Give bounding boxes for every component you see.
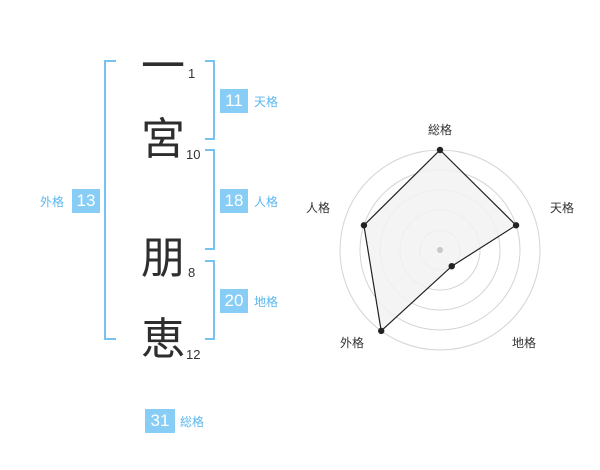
radar-axis-jinkaku: 人格 bbox=[306, 200, 330, 215]
jinkaku-value: 18 bbox=[220, 189, 248, 213]
tenkaku-value: 11 bbox=[220, 89, 248, 113]
tenkaku-label: 天格 bbox=[254, 95, 279, 109]
name-char-2: 宮 bbox=[141, 114, 185, 165]
radar-point bbox=[436, 146, 444, 154]
radar-point bbox=[378, 327, 385, 335]
radar-polygon bbox=[363, 149, 518, 333]
soukaku-label: 総格 bbox=[180, 415, 205, 429]
gaikaku-value: 13 bbox=[72, 189, 100, 213]
name-char-4: 恵 bbox=[141, 314, 185, 365]
gaikaku-label: 外格 bbox=[40, 195, 65, 209]
name-char-1: 一 bbox=[141, 41, 185, 92]
jinkaku-label: 人格 bbox=[254, 195, 279, 209]
stroke-count-3: 8 bbox=[188, 265, 196, 280]
stroke-count-2: 10 bbox=[186, 147, 201, 162]
radar-axis-gaikaku: 外格 bbox=[340, 335, 364, 350]
soukaku-value: 31 bbox=[145, 409, 175, 433]
chikaku-label: 地格 bbox=[254, 295, 279, 309]
stroke-count-4: 12 bbox=[186, 347, 201, 362]
radar-point bbox=[448, 262, 455, 270]
radar-points bbox=[360, 146, 520, 335]
name-char-3: 朋 bbox=[141, 233, 185, 284]
radar-axis-soukaku: 総格 bbox=[428, 122, 452, 137]
radar-axis-chikaku: 地格 bbox=[512, 335, 536, 350]
radar-center bbox=[437, 247, 443, 253]
radar-point bbox=[360, 222, 368, 229]
radar-axis-tenkaku: 天格 bbox=[550, 200, 574, 215]
radar-point bbox=[512, 222, 520, 229]
stroke-count-1: 1 bbox=[188, 66, 196, 81]
chikaku-value: 20 bbox=[220, 289, 248, 313]
